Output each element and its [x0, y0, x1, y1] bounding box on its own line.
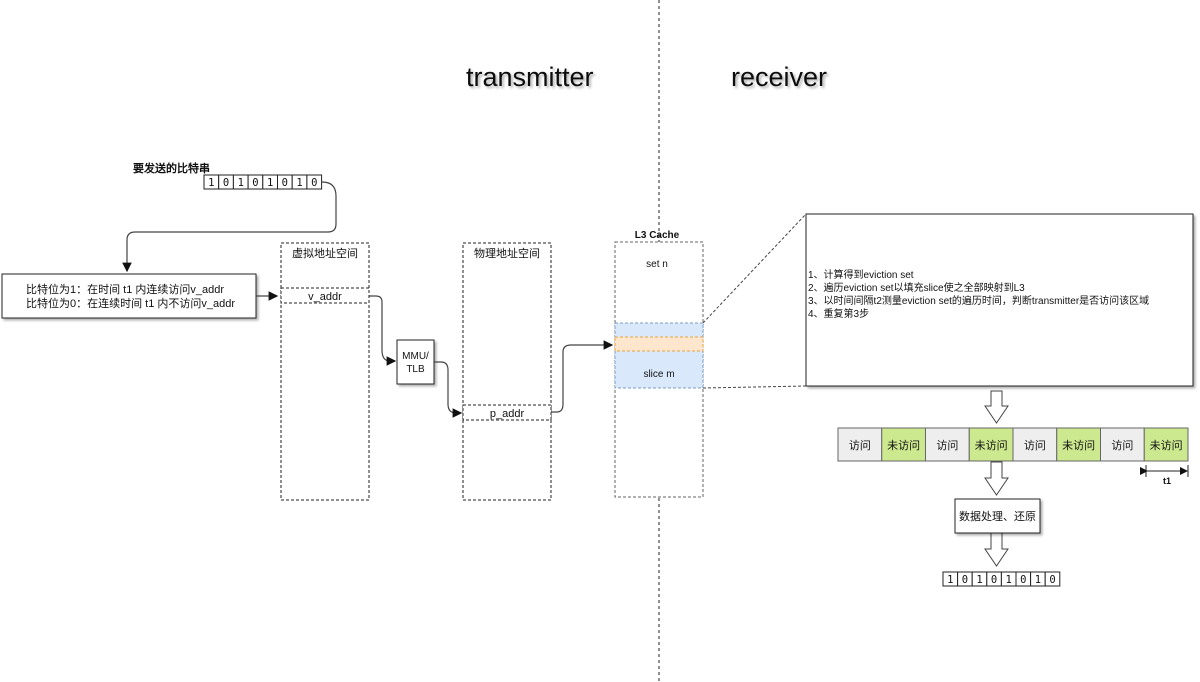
- bit-value: 1: [1035, 574, 1041, 586]
- paddr-label: p_addr: [490, 408, 525, 420]
- connector-vaddr-to-mmu: [369, 295, 397, 366]
- bit-value: 0: [223, 177, 229, 189]
- timeline-cell-label: 访问: [936, 439, 958, 452]
- bit-value: 1: [947, 574, 953, 586]
- bit-value: 1: [238, 177, 244, 189]
- bit-value: 0: [311, 177, 317, 189]
- physical-address-space: [462, 242, 552, 501]
- timeline-cell: [925, 427, 970, 462]
- steps-box: [805, 213, 1194, 387]
- bit-cell: [1044, 571, 1061, 587]
- step-4: 4、重复第3步: [808, 307, 869, 320]
- down-arrow-icon: [984, 532, 1009, 567]
- timeline-cell-label: 未访问: [887, 439, 920, 452]
- bit-value: 1: [976, 574, 982, 586]
- timeline-cell-label: 访问: [1111, 439, 1133, 452]
- l3-cache-title: L3 Cache: [635, 230, 680, 241]
- mmu-tlb-box: [396, 339, 435, 385]
- process-label: 数据处理、还原: [959, 509, 1036, 523]
- physical-space-title: 物理地址空间: [474, 246, 540, 260]
- bit-value: 0: [1049, 574, 1055, 586]
- set-label: set n: [646, 259, 668, 270]
- access-timeline: 访问 未访问 访问 未访问 访问 未访问 访问 未访问: [837, 427, 1189, 462]
- receiver-title: receiver: [731, 62, 827, 92]
- mmu-line-2: TLB: [406, 364, 425, 375]
- rule-line-1: 比特位为1：在时间 t1 内连续访问v_addr: [26, 282, 224, 296]
- down-arrow-icon: [984, 461, 1009, 496]
- timeline-cell-label: 访问: [849, 439, 871, 452]
- bit-value: 1: [208, 177, 214, 189]
- zoom-line-top: [702, 213, 807, 324]
- connector-paddr-to-cache: [551, 340, 614, 413]
- timeline-cell-label: 访问: [1024, 439, 1046, 452]
- step-2: 2、遍历eviction set以填充slice使之全部映射到L3: [808, 281, 1025, 294]
- slice-label: slice m: [643, 369, 674, 380]
- timeline-cell: [968, 427, 1014, 462]
- connector-mmu-to-paddr: [434, 361, 463, 418]
- timeline-cell: [1143, 427, 1189, 462]
- virtual-space-title: 虚拟地址空间: [292, 246, 358, 260]
- virtual-address-space: [280, 242, 370, 501]
- process-box: [954, 498, 1041, 534]
- bit-value: 0: [252, 177, 258, 189]
- rule-box: [1, 273, 257, 319]
- down-arrow-icon: [984, 390, 1009, 424]
- interval-label: t1: [1163, 476, 1171, 486]
- transmitter-title: transmitter: [466, 62, 594, 92]
- bit-value: 0: [962, 574, 968, 586]
- timeline-cell: [1100, 427, 1145, 462]
- zoom-line-bottom: [702, 385, 807, 389]
- bit-value: 0: [1020, 574, 1026, 586]
- bit-value: 1: [296, 177, 302, 189]
- bitstring-label: 要发送的比特串: [133, 161, 210, 175]
- bit-value: 0: [282, 177, 288, 189]
- bit-value: 1: [1006, 574, 1012, 586]
- mmu-line-1: MMU/: [402, 351, 429, 362]
- bit-value: 1: [267, 177, 273, 189]
- rule-line-2: 比特位为0：在连续时间 t1 内不访问v_addr: [26, 296, 235, 310]
- timeline-cell-label: 未访问: [975, 439, 1008, 452]
- bit-cell: [306, 174, 323, 190]
- step-1: 1、计算得到eviction set: [808, 268, 914, 281]
- connector-bits-to-rule: [122, 181, 337, 273]
- set-row: [614, 336, 704, 352]
- step-3: 3、以时间间隔t2测量eviction set的遍历时间，判断transmitt…: [808, 294, 1149, 307]
- timeline-cell: [881, 427, 926, 462]
- vaddr-label: v_addr: [308, 291, 342, 303]
- timeline-cell: [1056, 427, 1101, 462]
- slice-region: [614, 322, 704, 389]
- timeline-cell-label: 未访问: [1062, 439, 1095, 452]
- timeline-cell-label: 未访问: [1150, 439, 1183, 452]
- bit-value: 0: [991, 574, 997, 586]
